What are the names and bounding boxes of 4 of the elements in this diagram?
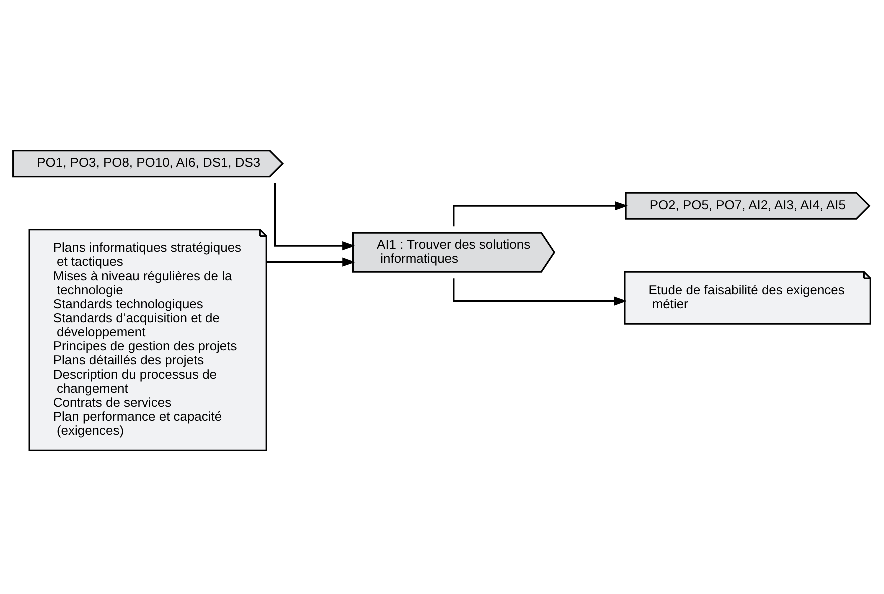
arrow <box>453 278 628 306</box>
arrow <box>453 200 628 226</box>
arrow <box>274 182 356 250</box>
arrow <box>266 257 356 266</box>
